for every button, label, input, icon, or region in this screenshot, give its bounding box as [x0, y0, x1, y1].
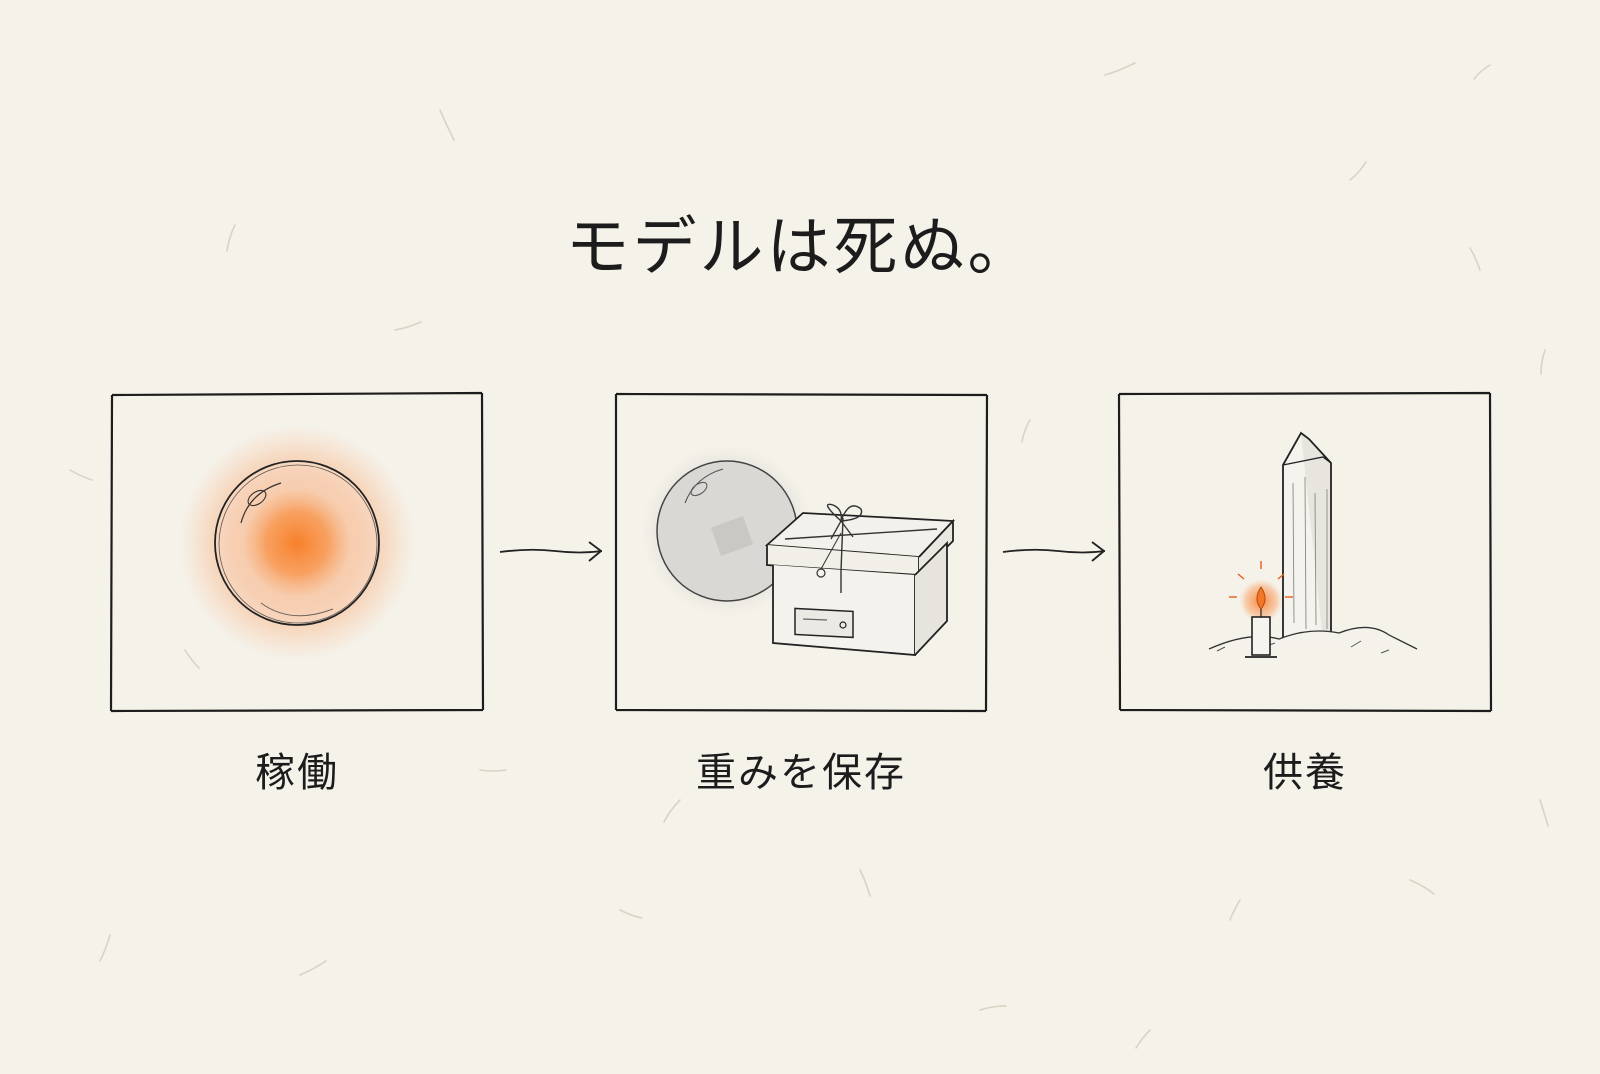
stage-panel-saved [614, 392, 989, 713]
glowing-orb-icon [109, 391, 485, 713]
stage-caption-saved: 重みを保存 [696, 750, 906, 796]
stage-caption-memorial: 供養 [1263, 750, 1347, 796]
arrow-right-icon [499, 541, 603, 562]
faded-orb-and-box-icon [614, 392, 989, 713]
stage-caption-running: 稼働 [255, 750, 339, 796]
page-title: モデルは死ぬ。 [565, 211, 1035, 285]
stage-panel-memorial [1117, 391, 1493, 713]
grave-marker-candle-icon [1117, 391, 1493, 713]
stage-panel-running [109, 391, 485, 713]
arrow-right-icon [1002, 541, 1106, 562]
